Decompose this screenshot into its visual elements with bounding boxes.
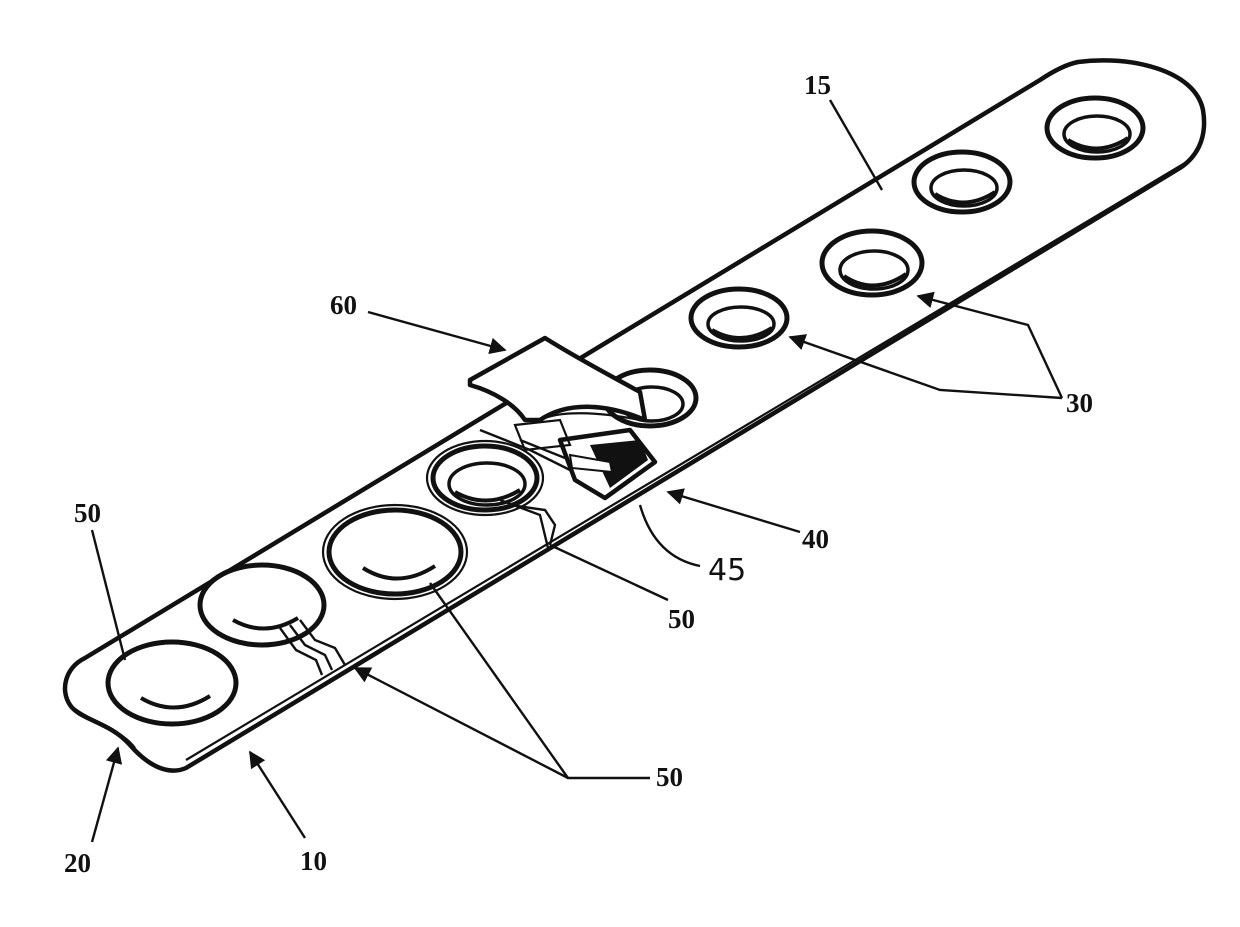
label-40: 40 <box>802 524 829 554</box>
screw-hole-2 <box>914 152 1010 212</box>
leader-60 <box>368 312 505 350</box>
plate-edge-line <box>186 160 1190 760</box>
leader-50-left <box>92 530 125 660</box>
label-10: 10 <box>300 846 327 876</box>
label-60: 60 <box>330 290 357 320</box>
label-30: 30 <box>1066 388 1093 418</box>
leader-20 <box>92 748 118 842</box>
leader-50-bottom-a <box>430 583 650 778</box>
leader-45 <box>640 505 700 566</box>
leader-40 <box>668 492 800 532</box>
leader-50-mid <box>550 545 668 600</box>
label-50-mid: 50 <box>668 604 695 634</box>
leader-50-bottom-b <box>355 668 568 778</box>
label-45: 45 <box>708 553 746 588</box>
label-15: 15 <box>804 70 831 100</box>
screw-hole-3 <box>822 231 922 295</box>
screw-hole-8 <box>200 565 324 645</box>
screw-hole-7 <box>323 505 467 599</box>
screw-hole-1 <box>1047 98 1143 158</box>
screw-hole-6 <box>427 441 543 515</box>
screw-hole-9 <box>108 642 236 724</box>
label-50-left: 50 <box>74 498 101 528</box>
label-20: 20 <box>64 848 91 878</box>
screw-hole-4 <box>691 289 787 347</box>
leader-15 <box>830 100 882 190</box>
label-50-bottom: 50 <box>656 762 683 792</box>
leader-10 <box>250 752 305 838</box>
